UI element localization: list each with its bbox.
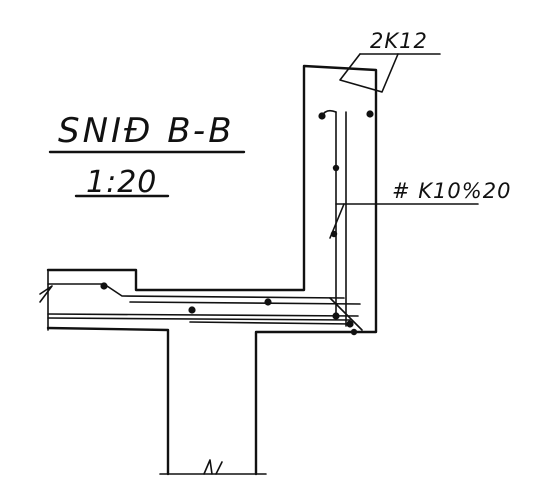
wall-break-mark [203,459,223,475]
rebar-dot [318,112,326,120]
rebar-dot [366,110,374,118]
concrete-outline [46,64,378,476]
rebar-dot [350,328,358,336]
label-stirrups: # K10%20 [392,179,511,203]
label-top-bars: 2K12 [370,29,428,53]
rebar-dot [346,320,354,328]
section-scale: 1:20 [86,165,157,200]
stirrup-corner [329,297,363,331]
rebar-dot [188,306,196,314]
rebar-dot [332,312,340,320]
rebar-dot [100,282,108,290]
slab-bottom-rebar-3 [189,321,353,325]
slab-bottom-rebar-2 [47,317,351,321]
leader-stirrups [329,203,345,239]
rebar-dot [264,298,272,306]
section-title: SNIĐ B-B [58,111,235,151]
slab-top-rebar [47,283,345,299]
leader-top-bars [339,53,399,93]
slab-mid-rebar [129,301,361,305]
slab-bottom-rebar [47,313,359,317]
slab-break-mark [39,285,53,303]
rebar-dot [332,164,340,172]
